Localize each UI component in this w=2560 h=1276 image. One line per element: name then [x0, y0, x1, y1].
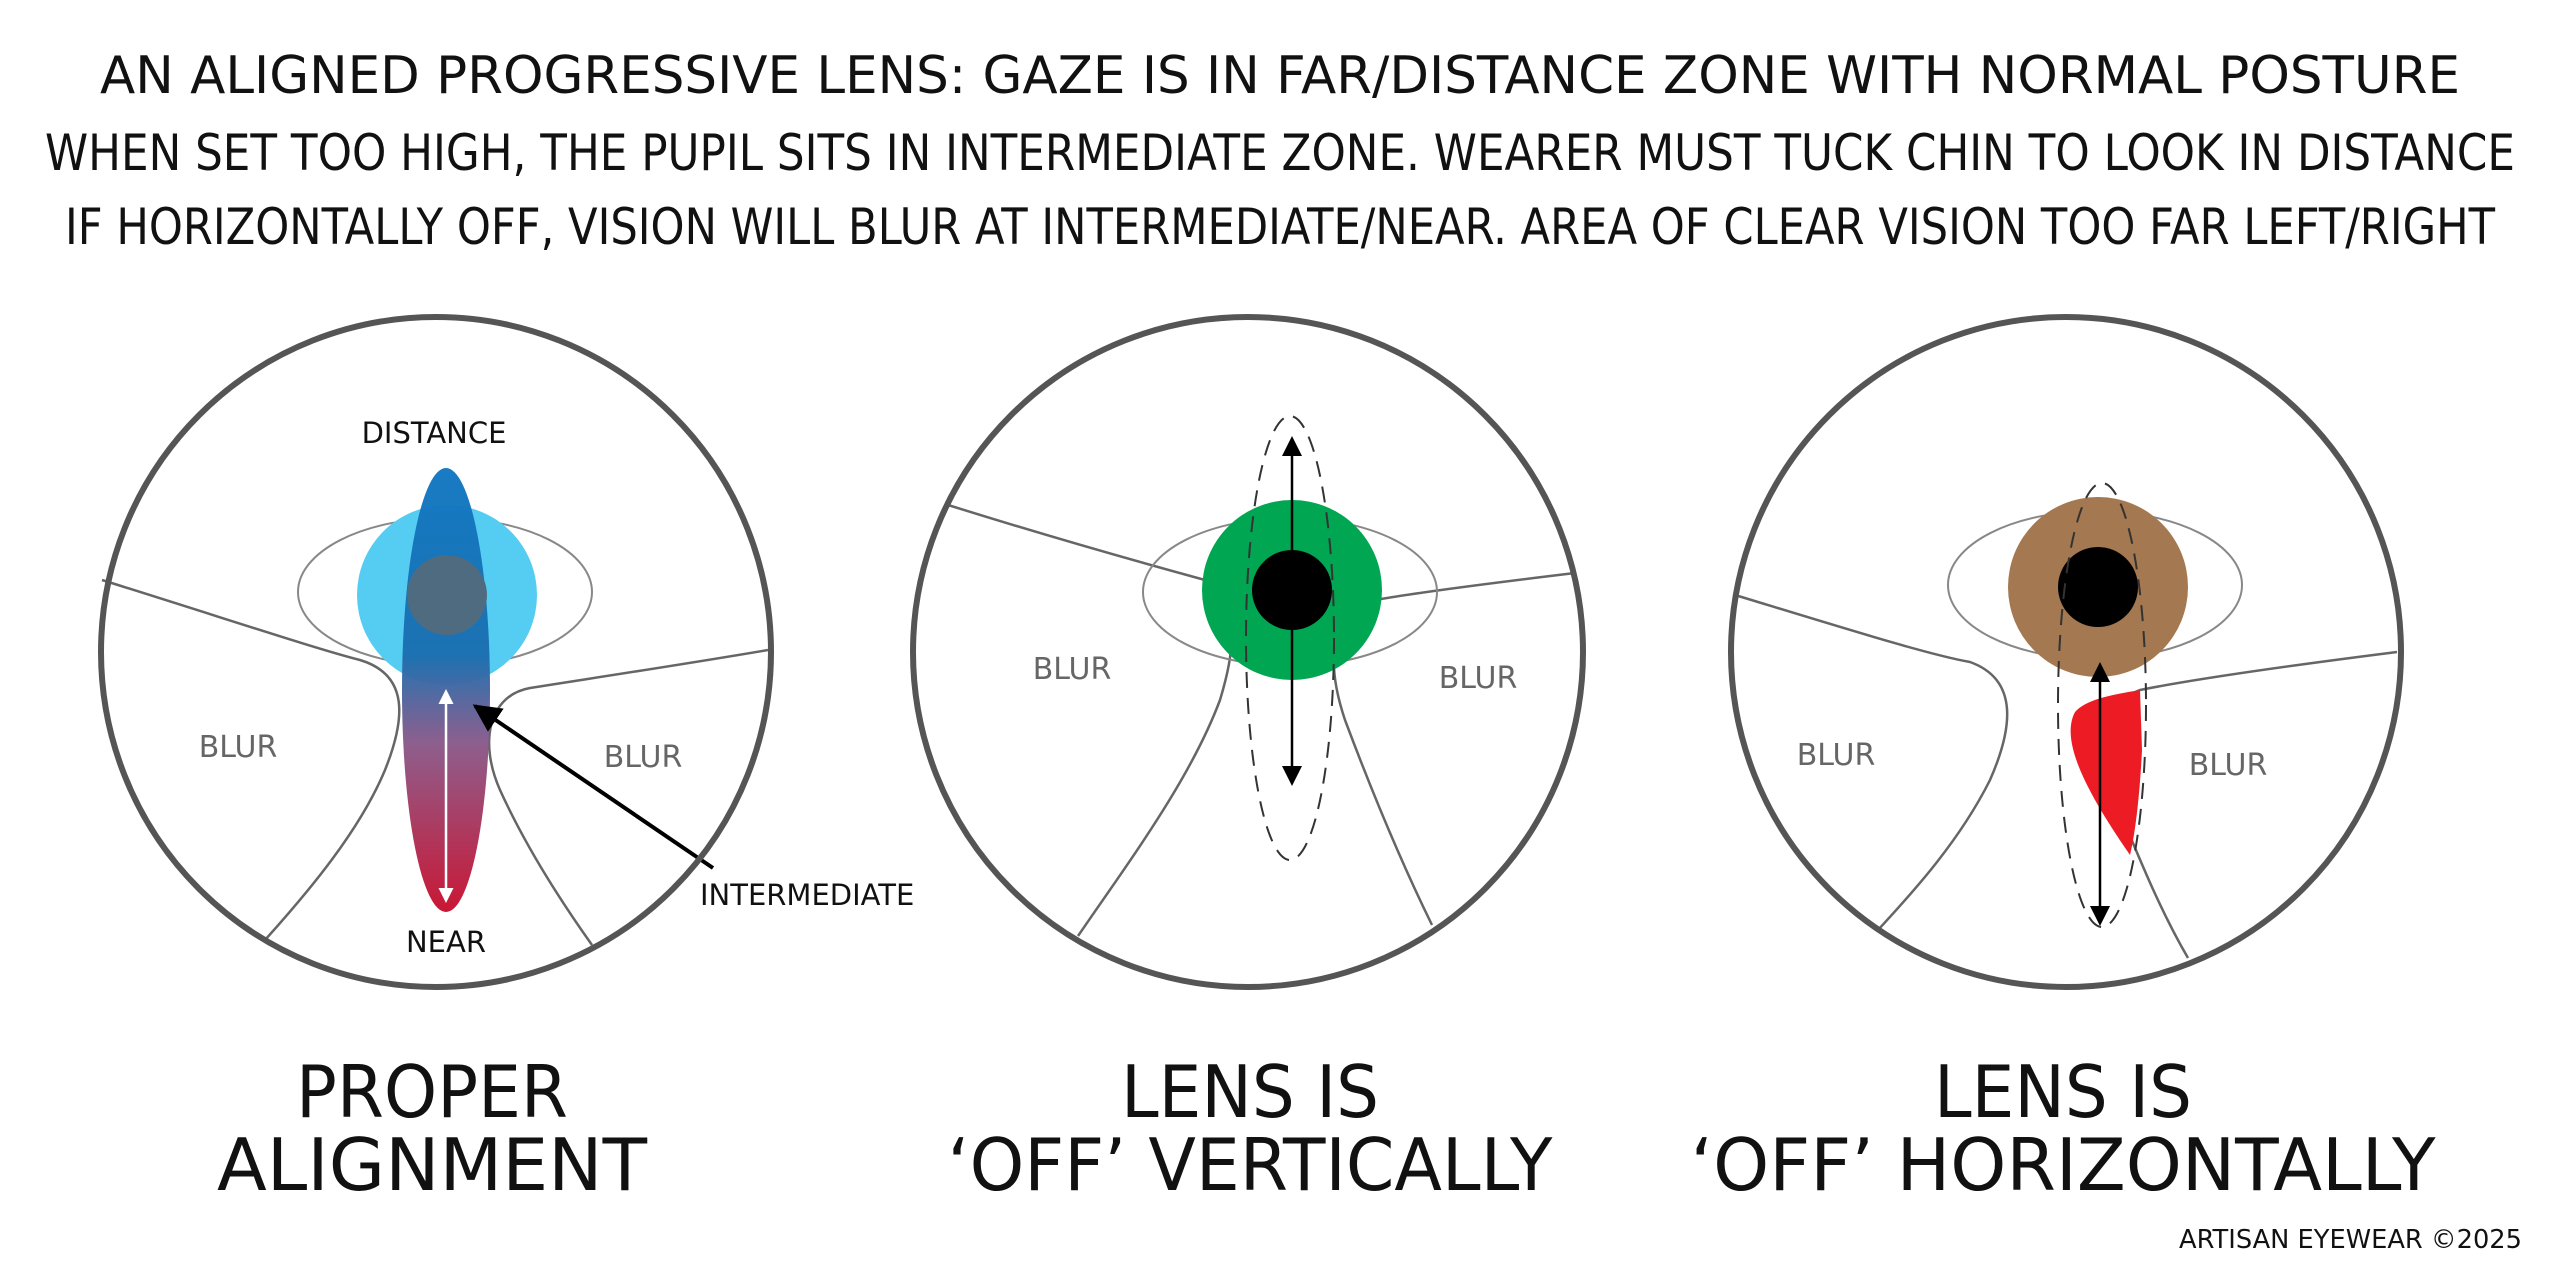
- heading-line-2: WHEN SET TOO HIGH, THE PUPIL SITS IN INT…: [45, 124, 2515, 182]
- corridor-outline: [2057, 482, 2147, 928]
- blur-label-left: BLUR: [199, 730, 278, 765]
- label-near: NEAR: [406, 925, 486, 959]
- pupil: [407, 555, 487, 635]
- label-distance: DISTANCE: [362, 416, 507, 450]
- panel-proper-alignment: DISTANCE INTERMEDIATE NEAR BLUR BLUR PRO…: [98, 314, 914, 1207]
- lens-outline: [98, 314, 774, 990]
- caption-line-2: ‘OFF’ HORIZONTALLY: [1691, 1123, 2437, 1207]
- arrow-icon: [472, 704, 715, 870]
- caption-line-1: PROPER: [296, 1050, 568, 1134]
- lens-outline: [910, 314, 1586, 990]
- blur-zone-left-boundary: [1734, 593, 2009, 931]
- blur-patch: [2070, 690, 2142, 855]
- caption-line-1: LENS IS: [1121, 1050, 1379, 1134]
- copyright-credit: ARTISAN EYEWEAR ©2025: [2179, 1225, 2522, 1255]
- caption-line-1: LENS IS: [1934, 1050, 2192, 1134]
- label-intermediate: INTERMEDIATE: [700, 878, 914, 912]
- blur-label-right: BLUR: [604, 740, 683, 775]
- corridor-outline: [1245, 415, 1335, 861]
- blur-label-left: BLUR: [1797, 738, 1876, 773]
- blur-zone-left-boundary: [101, 578, 401, 941]
- heading-line-3: IF HORIZONTALLY OFF, VISION WILL BLUR AT…: [65, 198, 2495, 256]
- lens-outline: [1728, 314, 2404, 990]
- caption-line-2: ALIGNMENT: [217, 1123, 648, 1207]
- heading-line-1: AN ALIGNED PROGRESSIVE LENS: GAZE IS IN …: [100, 46, 2460, 106]
- blur-label-left: BLUR: [1033, 652, 1112, 687]
- panel-off-vertically: BLUR BLUR LENS IS ‘OFF’ VERTICALLY: [910, 314, 1586, 1207]
- pupil: [2058, 547, 2138, 627]
- blur-zone-left-boundary: [947, 503, 1233, 937]
- blur-label-right: BLUR: [2189, 748, 2268, 783]
- caption-line-2: ‘OFF’ VERTICALLY: [948, 1123, 1554, 1207]
- blur-zone-right-boundary: [2106, 650, 2398, 959]
- panel-off-horizontally: BLUR BLUR LENS IS ‘OFF’ HORIZONTALLY: [1691, 314, 2437, 1207]
- blur-label-right: BLUR: [1439, 661, 1518, 696]
